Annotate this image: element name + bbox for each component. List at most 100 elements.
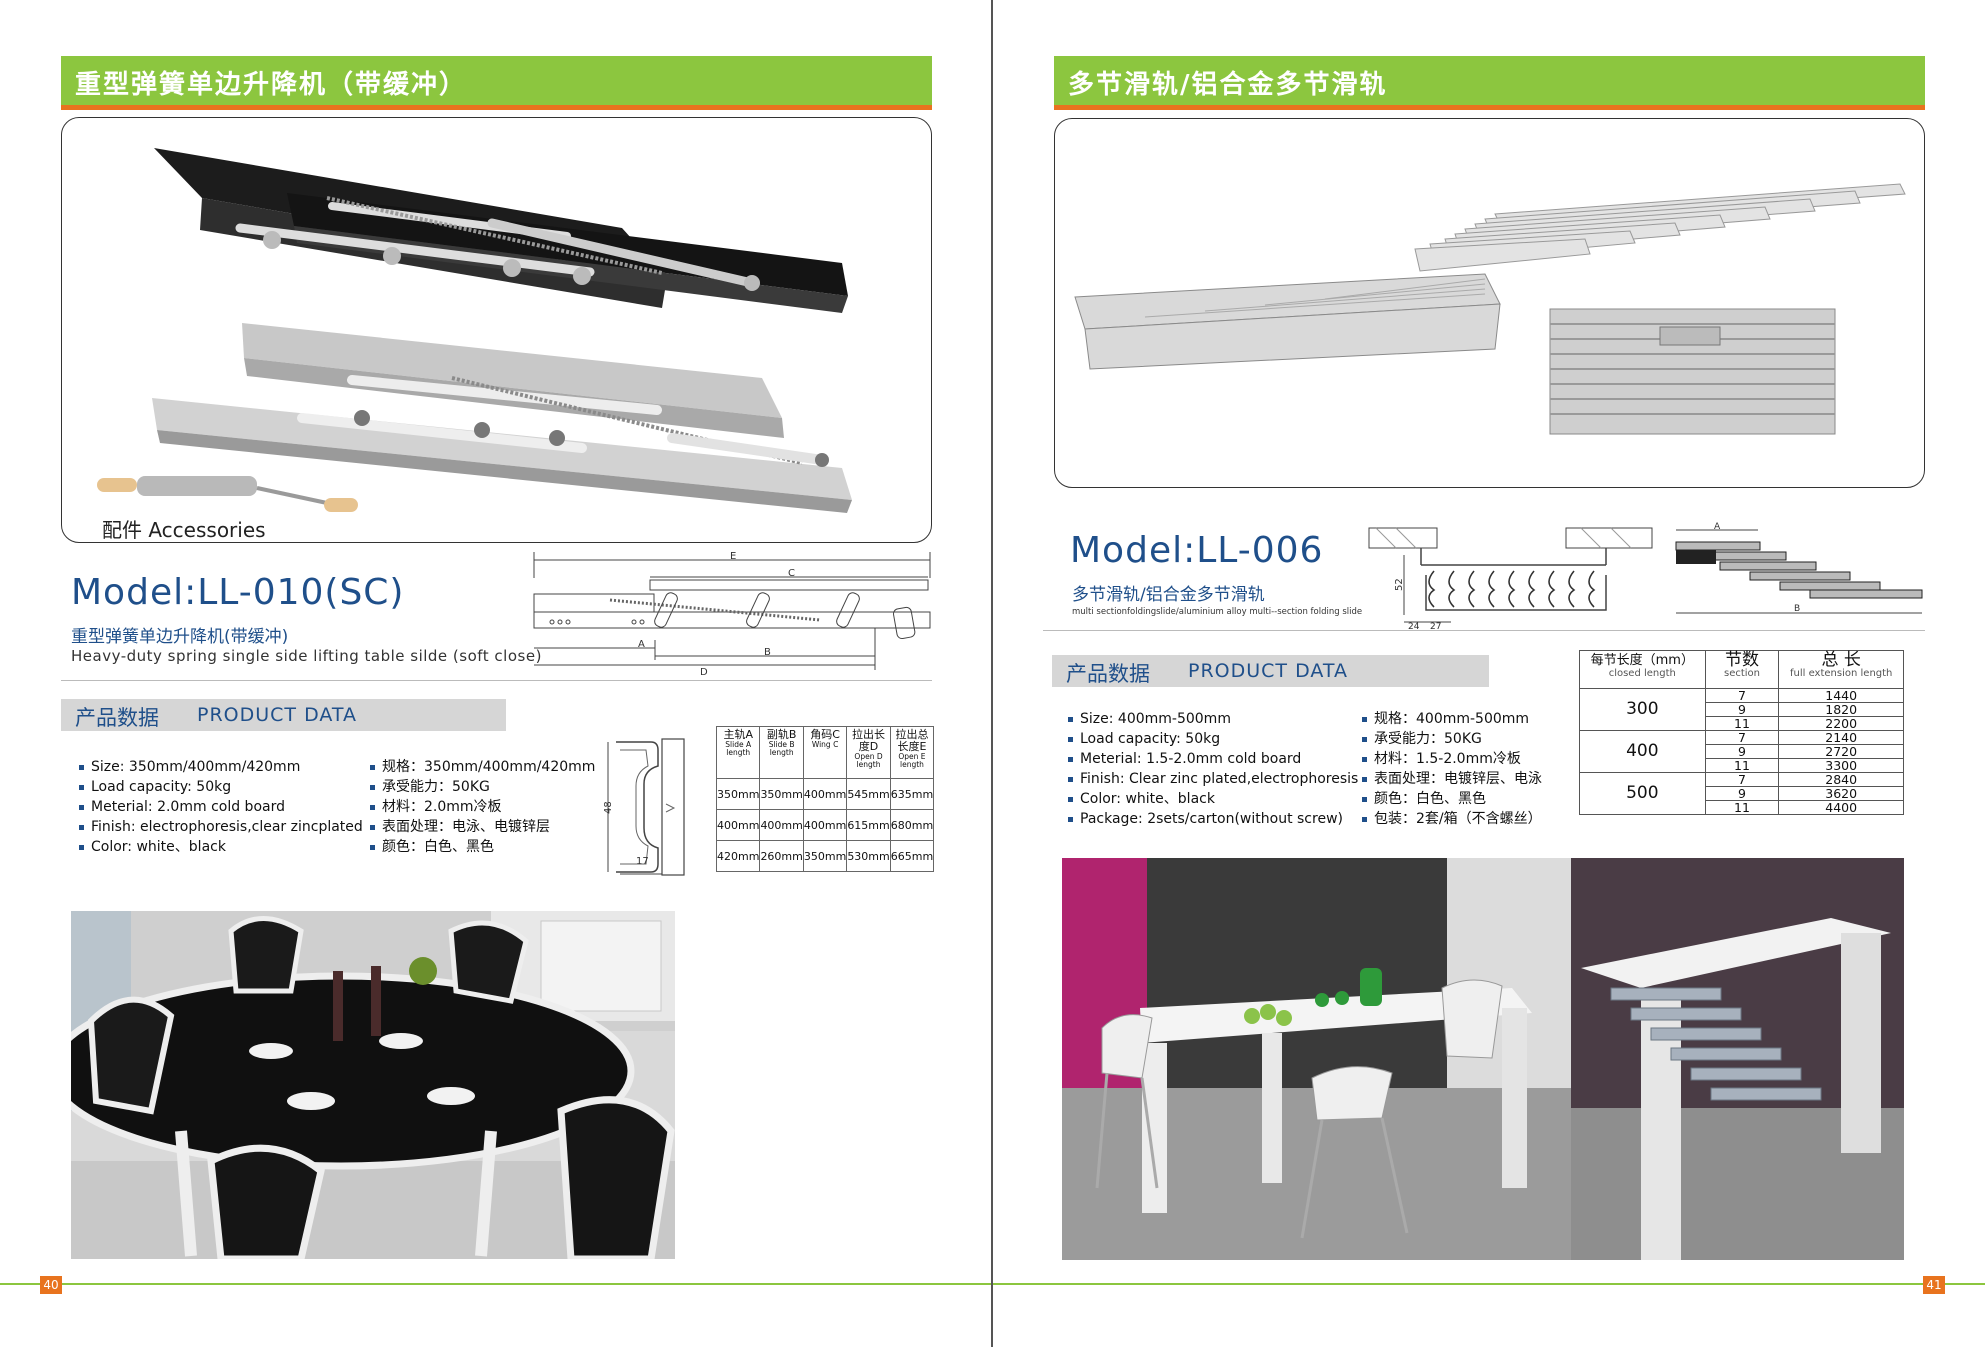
table-cell: 9 [1704,702,1780,717]
table-cell: 3620 [1778,786,1904,801]
table-cell: 400mm [759,809,804,841]
dim-th-cn: 拉出总长度E [895,728,929,753]
right-spec-cn-item: 承受能力：50KG [1362,729,1542,749]
table-cell: 2840 [1778,772,1904,787]
left-spec-list-en: Size: 350mm/400mm/420mm Load capacity: 5… [79,757,363,857]
table-cell: 615mm [846,809,891,841]
closed-length-cell: 400 [1579,730,1706,773]
multi-section-slide-illustration [1074,183,1906,435]
accessories-label: 配件 Accessories [102,518,266,542]
left-divider [61,680,932,681]
dim-th-cn: 副轨B [766,728,797,741]
dim-th-cn: 角码C [810,728,840,741]
slide-profile-diagram: 52 24 27 [1368,527,1653,630]
slide-cross-section-diagram: 48 17 [603,738,685,876]
table-cell: 350mm [759,778,804,810]
dim-label-e: E [730,551,736,562]
right-product-data-header: 产品数据 PRODUCT DATA [1052,655,1489,687]
sec-th-cn: 总 长 [1821,650,1861,670]
extension-label-a: A [1714,522,1721,532]
right-spec-cn-item: 规格：400mm-500mm [1362,709,1542,729]
dim-th-cn: 拉出长度D [852,728,886,753]
right-spec-list-en: Size: 400mm-500mm Load capacity: 50kg Me… [1068,709,1358,829]
table-cell: 400mm [802,778,848,810]
left-footer-line [0,1283,991,1285]
table-cell: 7 [1704,772,1780,787]
table-cell: 9 [1704,744,1780,759]
left-spec-cn-item: 颜色：白色、黑色 [370,837,595,857]
left-spec-en-item: Finish: electrophoresis,clear zincplated [79,817,363,837]
table-cell: 2140 [1778,730,1904,745]
table-cell: 420mm [715,840,761,872]
table-row: 400mm 400mm 400mm 615mm 680mm [715,809,935,841]
left-data-header-en: PRODUCT DATA [197,704,358,726]
table-cell: 2200 [1778,716,1904,731]
table-row: 420mm 260mm 350mm 530mm 665mm [715,840,935,872]
table-cell: 400mm [802,809,848,841]
section-width-label: 17 [636,856,649,867]
left-spec-en-item: Meterial: 2.0mm cold board [79,797,363,817]
table-cell: 4400 [1778,800,1904,815]
table-cell: 1440 [1778,688,1904,703]
table-cell: 665mm [889,840,935,872]
dim-th-en: Open E length [898,752,926,769]
left-spec-cn-item: 表面处理：电泳、电镀锌层 [370,817,595,837]
right-spec-en-item: Load capacity: 50kg [1068,729,1358,749]
table-cell: 11 [1704,758,1780,773]
left-subtitle-cn: 重型弹簧单边升降机(带缓冲) [71,627,289,647]
dim-label-d: D [700,667,708,675]
table-cell: 635mm [889,778,935,810]
sec-th-en: closed length [1608,668,1676,679]
table-cell: 545mm [846,778,891,810]
right-product-image-box [1054,118,1925,488]
right-divider [1043,630,1925,631]
left-spec-cn-item: 承受能力：50KG [370,777,595,797]
table-cell: 2720 [1778,744,1904,759]
right-page: 多节滑轨/铝合金多节滑轨 [993,0,1985,1347]
left-subtitle-en: Heavy-duty spring single side lifting ta… [71,647,542,665]
right-subtitle-cn: 多节滑轨/铝合金多节滑轨 [1072,585,1265,605]
right-subtitle-en: multi sectionfoldingslide/aluminium allo… [1072,607,1363,617]
table-cell: 400mm [715,809,761,841]
table-row: 9 1820 [1580,702,1904,717]
right-title-bar: 多节滑轨/铝合金多节滑轨 [1054,56,1925,110]
right-spec-en-item: Meterial: 1.5-2.0mm cold board [1068,749,1358,769]
left-title-bar: 重型弹簧单边升降机（带缓冲） [61,56,932,110]
right-spec-cn-item: 表面处理：电镀锌层、电泳 [1362,769,1542,789]
left-spec-en-item: Color: white、black [79,837,363,857]
dim-th-cn: 主轨A [723,728,753,741]
right-page-title: 多节滑轨/铝合金多节滑轨 [1068,70,1388,100]
table-cell: 11 [1704,716,1780,731]
left-spec-en-item: Load capacity: 50kg [79,777,363,797]
dim-th-en: Wing C [811,740,839,749]
profile-width2-label: 27 [1430,622,1441,630]
lifting-mechanism-illustration [97,148,852,513]
right-spec-cn-item: 颜色：白色、黑色 [1362,789,1542,809]
left-spec-en-item: Size: 350mm/400mm/420mm [79,757,363,777]
left-product-data-header: 产品数据 PRODUCT DATA [61,699,506,731]
left-model-number: Model:LL-010(SC) [71,572,405,613]
left-page-title: 重型弹簧单边升降机（带缓冲） [75,70,468,100]
right-spec-en-item: Finish: Clear zinc plated,electrophoresi… [1068,769,1358,789]
table-cell: 11 [1704,800,1780,815]
right-spec-cn-item: 材料：1.5-2.0mm冷板 [1362,749,1542,769]
table-row: 400 7 2140 [1579,730,1904,773]
right-spec-en-item: Size: 400mm-500mm [1068,709,1358,729]
sec-th-en: full extension length [1789,668,1893,679]
extension-label-b: B [1794,604,1800,614]
table-row: 500 7 2840 [1579,772,1904,815]
sec-th-cn: 节数 [1724,650,1759,670]
right-footer-line [993,1283,1985,1285]
right-page-number: 41 [1923,1276,1945,1294]
right-spec-list-cn: 规格：400mm-500mm 承受能力：50KG 材料：1.5-2.0mm冷板 … [1362,709,1542,829]
right-data-header-en: PRODUCT DATA [1188,660,1349,682]
right-table-photo-1 [1062,858,1571,1260]
sec-th-cn: 每节长度（mm） [1590,653,1694,668]
left-page-number: 40 [40,1276,62,1294]
left-product-image-box: 配件 Accessories [61,117,932,543]
closed-length-cell: 300 [1579,688,1706,731]
closed-length-cell: 500 [1579,772,1706,815]
left-page: 重型弹簧单边升降机（带缓冲） [0,0,992,1347]
dim-label-a: A [638,639,645,650]
